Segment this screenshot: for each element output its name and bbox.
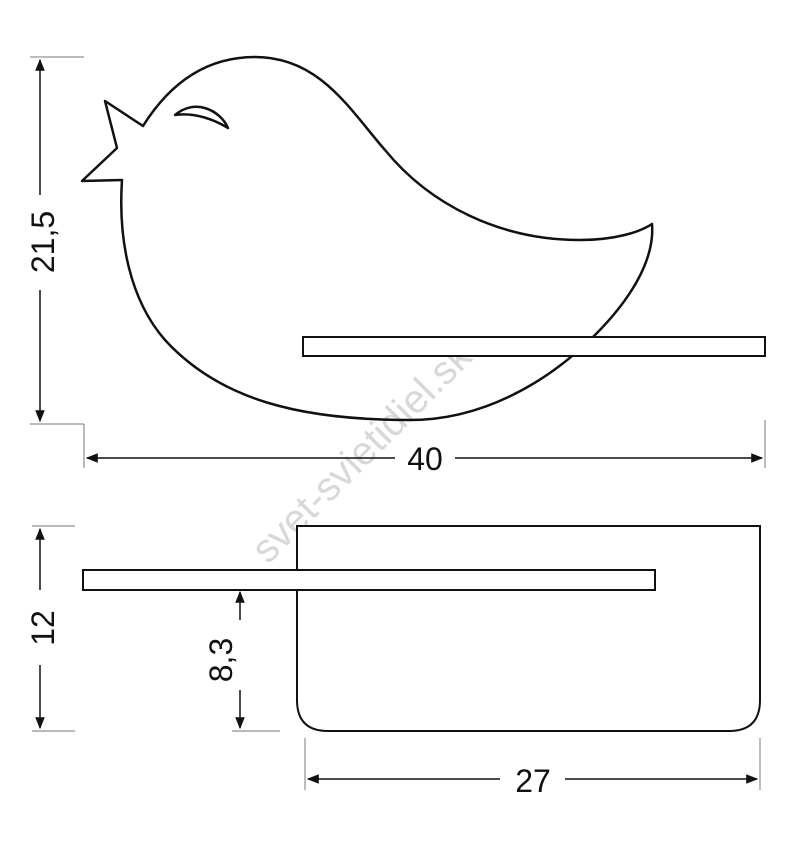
label-depth: 12 — [25, 610, 61, 646]
shelf-side — [82, 569, 656, 591]
shelf-front — [302, 336, 766, 357]
label-shelf-height: 8,3 — [203, 638, 239, 682]
label-width: 40 — [407, 441, 443, 477]
label-height: 21,5 — [25, 211, 61, 273]
bird-eye — [173, 105, 230, 130]
dimension-height — [30, 56, 766, 468]
bird-outline — [80, 55, 654, 422]
base-side — [296, 525, 761, 732]
dimension-side — [32, 525, 761, 790]
label-base-width: 27 — [515, 763, 551, 799]
